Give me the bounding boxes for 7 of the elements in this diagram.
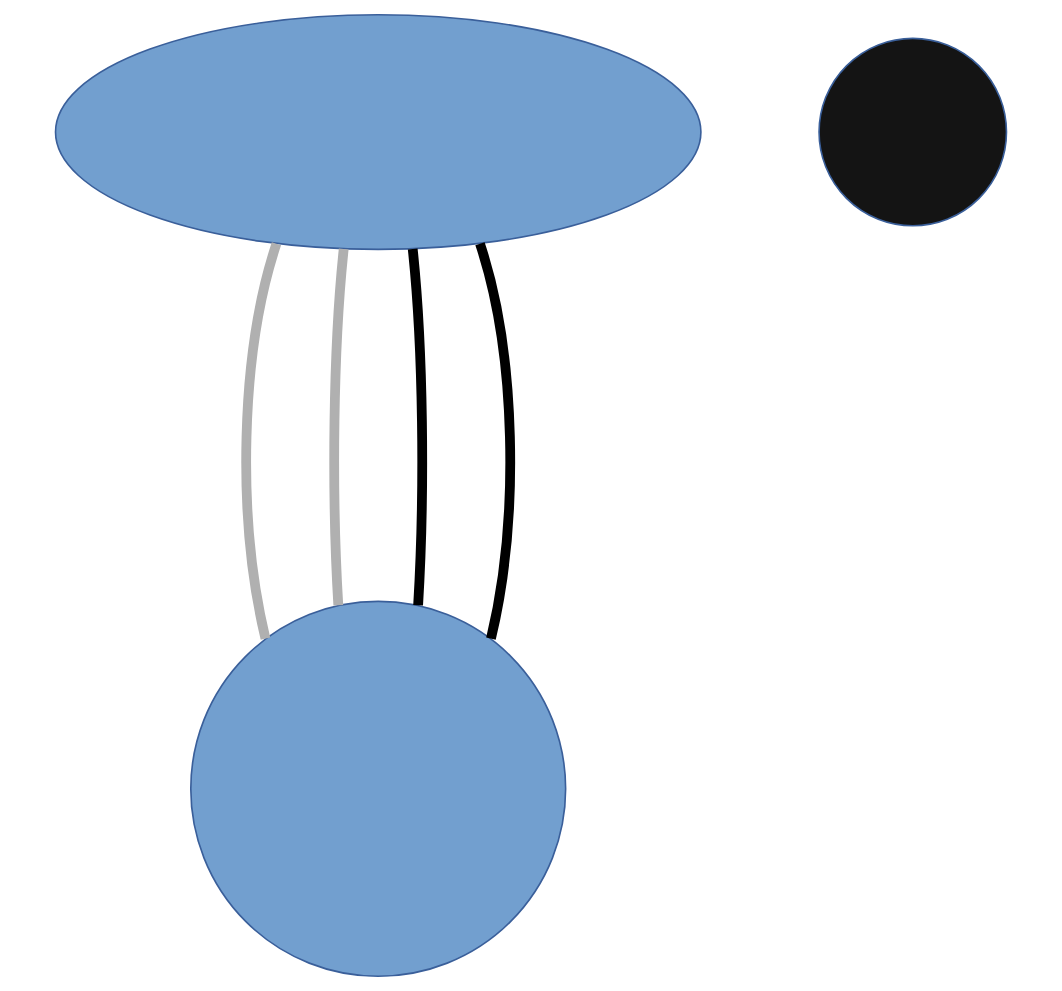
node-circle (818, 37, 1008, 227)
connector (407, 248, 428, 606)
connector (475, 242, 516, 640)
connector (329, 248, 349, 606)
node-circle (189, 600, 567, 978)
connector (241, 242, 282, 640)
node-ellipse (54, 13, 702, 251)
